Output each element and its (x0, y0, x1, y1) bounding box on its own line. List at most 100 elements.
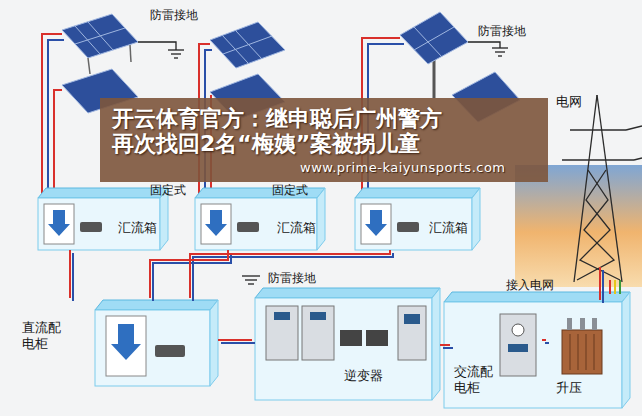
equipment-label: 电网 (556, 94, 582, 110)
ground-bar (248, 283, 254, 284)
ground-symbol (242, 276, 260, 284)
grid-access-platform (444, 292, 630, 408)
ground-bar (498, 55, 502, 56)
equipment-node: 交流配 电柜 (450, 300, 542, 404)
combiner-platform (195, 188, 325, 250)
part-label: 固定式 (272, 183, 308, 197)
insulator (592, 318, 597, 330)
panel-face (210, 22, 285, 68)
platform-side (317, 188, 325, 250)
breaker-symbol (397, 222, 419, 232)
part-label: 固定式 (150, 183, 186, 197)
inverter-platform (255, 288, 440, 400)
breaker-symbol (237, 222, 259, 232)
transformer-fin (586, 334, 587, 370)
insulator (567, 318, 572, 330)
ground-bar (495, 51, 505, 52)
flow-arrow-icon (111, 324, 141, 360)
combiner-platform (38, 188, 168, 250)
dc-wire-negative (443, 347, 453, 349)
power-connector (542, 339, 546, 341)
part-label: 接入电网 (506, 278, 554, 292)
equipment-label: 汇流箱 (277, 220, 316, 236)
dc-cabinet (106, 316, 146, 376)
platform-side (622, 292, 630, 408)
tower-arm (570, 129, 626, 130)
panel-grid (236, 31, 262, 59)
ground-symbol (138, 42, 184, 58)
panel-face (400, 12, 468, 64)
equipment-label: 汇流箱 (118, 220, 157, 236)
combiner-cabinet (44, 204, 74, 244)
combiner-platform (355, 188, 480, 250)
watermark-url: www.prime-kaiyunsports.com (300, 160, 506, 176)
flow-arrow-icon (205, 210, 227, 236)
equipment-node: 汇流箱 (195, 188, 325, 250)
equipment-node: 汇流箱 (355, 188, 480, 250)
breaker-symbol (155, 345, 185, 357)
ground-bar (174, 57, 178, 58)
dc-wire-negative (602, 270, 604, 303)
power-connector (69, 250, 71, 298)
part-label: 防雷接地 (150, 8, 198, 22)
panel-leg (88, 58, 90, 74)
equipment-node: 电网 (552, 90, 638, 267)
part-label: 防雷接地 (478, 24, 526, 38)
flow-arrow-icon (365, 210, 387, 236)
transmission-tower (562, 95, 642, 282)
flow-arrow-icon (48, 210, 70, 236)
tower-arm (562, 159, 634, 160)
combiner-cabinet (361, 204, 391, 244)
tower-brace (580, 170, 620, 280)
panel-face (62, 14, 138, 58)
platform-front (195, 198, 317, 250)
panel-grid (75, 28, 125, 44)
cabinet-display (310, 312, 326, 320)
inverter-module (340, 330, 362, 346)
power-connector (599, 267, 601, 300)
equipment-node: 直流配 电柜 (18, 298, 218, 386)
breaker-symbol (80, 222, 102, 232)
equipment-node: 汇流箱 (38, 188, 168, 250)
inverter-cabinet (398, 306, 426, 360)
power-connector (440, 344, 450, 346)
power-connector (190, 250, 390, 298)
banner-headline: 开云体育官方：继申聪后广州警方 再次找回2名“梅姨”案被拐儿童 (112, 106, 542, 157)
power-line (626, 126, 642, 130)
dc-wire-positive (54, 90, 62, 196)
panel-leg (130, 45, 131, 62)
equipment-label: 交流配 电柜 (454, 364, 497, 395)
platform-top (355, 188, 480, 198)
ground-symbol (468, 42, 508, 56)
equipment-label: 升压 (556, 380, 582, 396)
panel-grid (414, 27, 454, 50)
insulator (580, 318, 585, 330)
cabinet-display (274, 312, 290, 320)
platform-front (38, 198, 160, 250)
cabinet-display (508, 344, 528, 352)
ac-cabinet (500, 314, 536, 376)
inverter-module (366, 330, 388, 346)
banner-overlay (100, 98, 548, 182)
platform-side (432, 288, 440, 400)
platform-side (472, 188, 480, 250)
inverter-cabinet (266, 306, 298, 360)
sky-backdrop (515, 165, 642, 287)
platform-side (210, 300, 218, 386)
panel-legs (88, 45, 131, 74)
ground-bar (492, 47, 508, 48)
equipment-label: 汇流箱 (429, 220, 468, 236)
platform-top (255, 288, 440, 298)
ac-wires (610, 280, 620, 294)
dc-cabinet-platform (95, 300, 218, 386)
dc-wire-negative (545, 342, 549, 344)
platform-top (95, 300, 218, 310)
platform-front (95, 310, 210, 386)
dc-wire-negative (221, 342, 255, 344)
power-connector (218, 339, 252, 341)
transformer-fin (570, 334, 571, 370)
equipment-label: 直流配 电柜 (22, 320, 65, 351)
platform-side (160, 188, 168, 250)
